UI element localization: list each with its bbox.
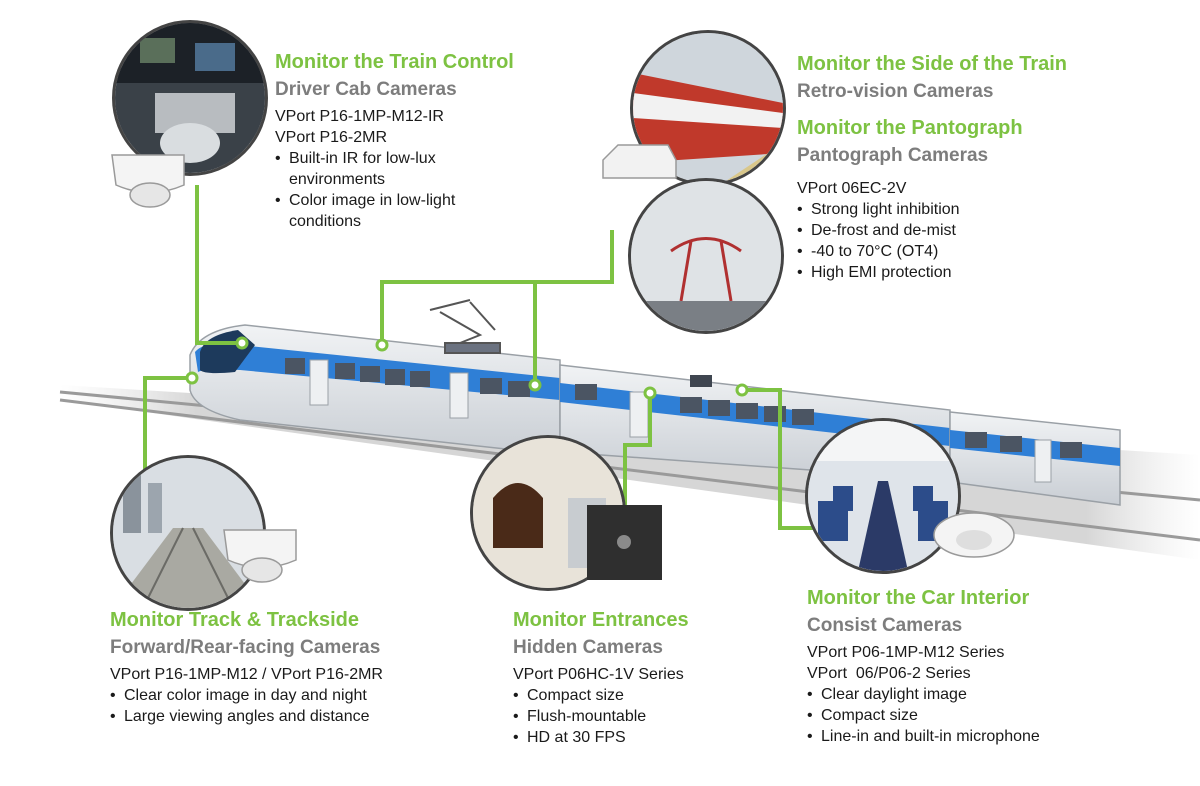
track-features: Clear color image in day and night Large…: [110, 685, 470, 727]
side-title: Monitor the Side of the Train: [797, 53, 1067, 75]
interior-section: Monitor the Car Interior Consist Cameras…: [807, 584, 1107, 747]
interior-features: Clear daylight image Compact size Line-i…: [807, 684, 1107, 747]
camera-dome-icon: [222, 525, 302, 585]
side-feature: De-frost and de-mist: [797, 220, 1137, 241]
side-features: Strong light inhibition De-frost and de-…: [797, 199, 1137, 283]
camera-box-icon: [598, 140, 678, 185]
side-feature: Strong light inhibition: [797, 199, 1137, 220]
entrance-model-1: VPort P06HC-1V Series: [513, 666, 684, 683]
connector-dots: [185, 336, 749, 400]
camera-dome-icon: [110, 150, 190, 210]
entrance-section: Monitor Entrances Hidden Cameras VPort P…: [513, 606, 763, 748]
entrance-title: Monitor Entrances: [513, 609, 689, 631]
connector-lines: [143, 185, 820, 530]
entrance-subtitle: Hidden Cameras: [513, 637, 663, 658]
train-side-image: [633, 33, 783, 183]
side-subtitle: Retro-vision Cameras: [797, 81, 994, 102]
cab-features: Built-in IR for low-lux environments Col…: [275, 148, 485, 232]
train-car-rear: [949, 411, 1121, 506]
track-section: Monitor Track & Trackside Forward/Rear-f…: [110, 606, 470, 727]
track-title: Monitor Track & Trackside: [110, 609, 359, 631]
pantograph-photo: [628, 178, 784, 334]
cab-subtitle: Driver Cab Cameras: [275, 79, 457, 100]
track-feature: Large viewing angles and distance: [110, 706, 470, 727]
interior-model-2: VPort 06/P06-2 Series: [807, 665, 971, 682]
side-feature: -40 to 70°C (OT4): [797, 241, 1137, 262]
pantograph-title: Monitor the Pantograph: [797, 117, 1023, 139]
camera-hidden-icon: [582, 500, 667, 585]
cab-model-2: VPort P16-2MR: [275, 129, 388, 146]
cab-title: Monitor the Train Control: [275, 51, 514, 73]
cab-feature: Built-in IR for low-lux environments: [275, 148, 485, 190]
interior-feature: Line-in and built-in microphone: [807, 726, 1107, 747]
interior-feature: Clear daylight image: [807, 684, 1107, 705]
track-model-1: VPort P16-1MP-M12 / VPort P16-2MR: [110, 666, 383, 683]
train-car-lead: [189, 299, 561, 456]
entrance-feature: HD at 30 FPS: [513, 727, 763, 748]
entrance-features: Compact size Flush-mountable HD at 30 FP…: [513, 685, 763, 748]
interior-subtitle: Consist Cameras: [807, 615, 963, 636]
interior-feature: Compact size: [807, 705, 1107, 726]
side-section: Monitor the Side of the Train Retro-visi…: [797, 50, 1137, 283]
pantograph-image: [631, 181, 781, 331]
interior-model-1: VPort P06-1MP-M12 Series: [807, 644, 1005, 661]
interior-title: Monitor the Car Interior: [807, 587, 1030, 609]
track-feature: Clear color image in day and night: [110, 685, 470, 706]
camera-dome-icon: [932, 505, 1017, 565]
entrance-feature: Flush-mountable: [513, 706, 763, 727]
interior-photo: [805, 418, 961, 574]
cab-feature: Color image in low-light conditions: [275, 190, 485, 232]
track-subtitle: Forward/Rear-facing Cameras: [110, 637, 381, 658]
side-feature: High EMI protection: [797, 262, 1137, 283]
side-model-1: VPort 06EC-2V: [797, 180, 907, 197]
pantograph-subtitle: Pantograph Cameras: [797, 145, 989, 166]
cab-section: Monitor the Train Control Driver Cab Cam…: [275, 48, 575, 232]
cab-model-1: VPort P16-1MP-M12-IR: [275, 108, 444, 125]
entrance-feature: Compact size: [513, 685, 763, 706]
